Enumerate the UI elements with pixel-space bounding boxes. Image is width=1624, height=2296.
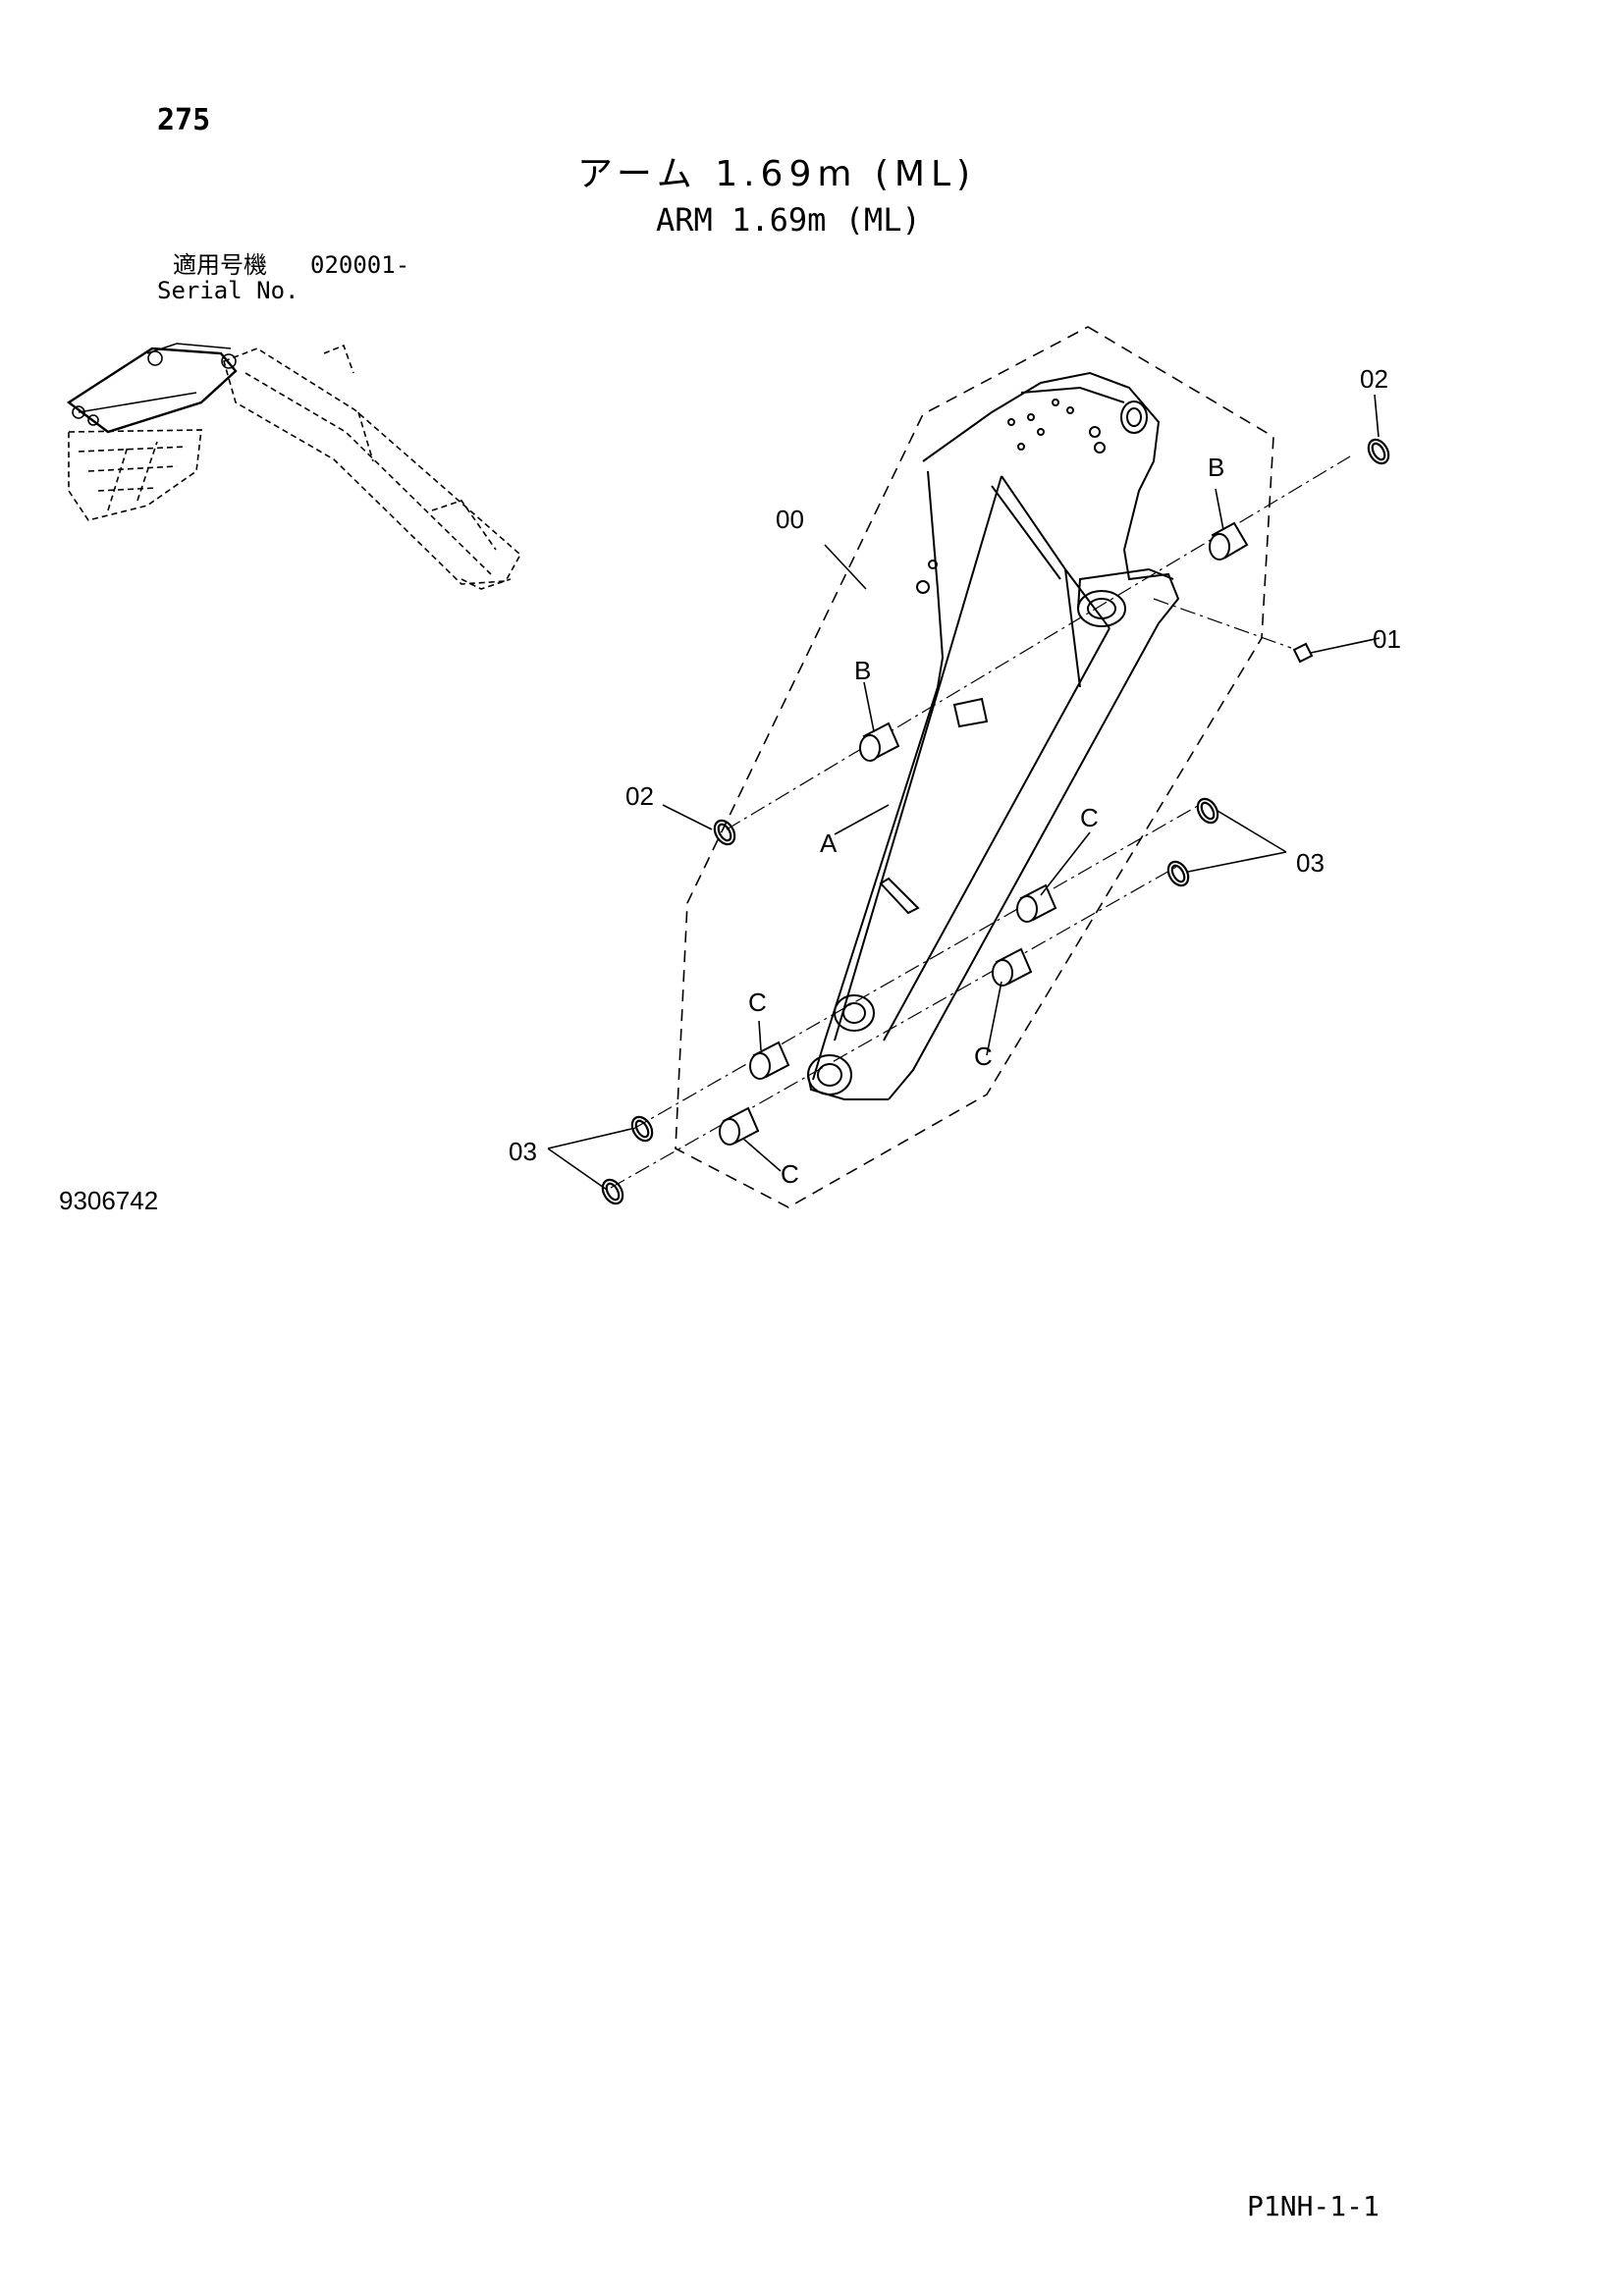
callout-c-right-low: C — [974, 1041, 993, 1071]
callout-03-right: 03 — [1296, 848, 1325, 878]
callout-c-right: C — [1080, 803, 1099, 832]
bushing-c — [719, 883, 1057, 1146]
title-japanese: アーム 1.69m (ML) — [577, 154, 977, 194]
grease-fitting — [1292, 642, 1314, 664]
page-number: 275 — [157, 103, 211, 137]
bushing-b — [859, 521, 1249, 762]
serial-number-value: 020001- — [310, 251, 410, 279]
arm-body — [807, 371, 1180, 1100]
callout-01: 01 — [1373, 624, 1401, 654]
drawing-number: 9306742 — [59, 1186, 159, 1215]
seal-rings — [601, 438, 1390, 1205]
excavator-thumbnail — [66, 343, 522, 590]
callout-00: 00 — [776, 505, 804, 534]
callout-a: A — [820, 828, 838, 858]
page-code: P1NH-1-1 — [1247, 2190, 1380, 2222]
callout-03-left: 03 — [509, 1137, 537, 1166]
callout-c-left-low: C — [781, 1159, 799, 1189]
callout-b-top: B — [1208, 453, 1224, 482]
leader-lines — [547, 394, 1380, 1191]
callout-c-left: C — [748, 988, 767, 1017]
callout-02-top: 02 — [1360, 364, 1388, 394]
serial-label-japanese: 適用号機 — [173, 251, 267, 279]
serial-label-english: Serial No. — [157, 277, 299, 304]
pin-axis-lines — [610, 455, 1351, 1189]
callout-02-left: 02 — [625, 781, 654, 811]
callout-b-left: B — [854, 656, 871, 685]
assembly-boundary — [675, 326, 1274, 1208]
title-english: ARM 1.69m (ML) — [656, 201, 921, 239]
